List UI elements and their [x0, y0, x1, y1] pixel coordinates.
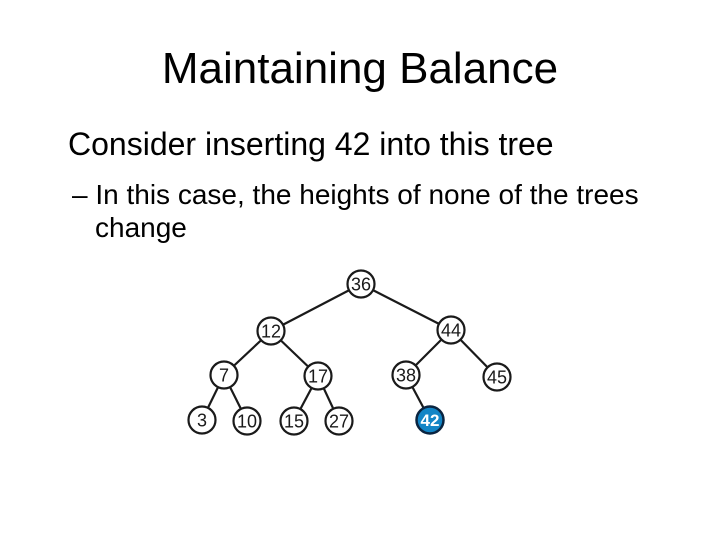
tree-node-15: 15 — [279, 406, 309, 436]
tree-node-circle — [324, 406, 354, 436]
tree-node-circle — [256, 316, 286, 346]
bullet-text: Consider inserting 42 into this tree — [68, 126, 554, 162]
tree-node-38: 38 — [391, 360, 421, 390]
tree-node-label: 17 — [308, 367, 328, 387]
tree-node-label: 45 — [487, 368, 507, 388]
tree-node-45: 45 — [482, 362, 512, 392]
tree-node-circle — [391, 360, 421, 390]
tree-node-27: 27 — [324, 406, 354, 436]
tree-node-17: 17 — [303, 361, 333, 391]
tree-node-12: 12 — [256, 316, 286, 346]
tree-node-44: 44 — [436, 315, 466, 345]
tree-node-label: 38 — [396, 366, 416, 386]
tree-node-circle — [346, 269, 376, 299]
tree-node-label: 36 — [351, 275, 371, 295]
tree-node-label: 15 — [284, 412, 304, 432]
tree-node-10: 10 — [232, 406, 262, 436]
tree-node-label: 7 — [219, 366, 229, 386]
tree-node-circle — [232, 406, 262, 436]
tree-node-circle — [303, 361, 333, 391]
tree-node-36: 36 — [346, 269, 376, 299]
tree-node-circle — [209, 360, 239, 390]
tree-node-label: 42 — [421, 411, 440, 430]
tree-node-label: 44 — [441, 321, 461, 341]
page-title: Maintaining Balance — [161, 44, 559, 93]
tree-node-42: 42 — [415, 405, 445, 435]
tree-node-7: 7 — [209, 360, 239, 390]
tree-node-label: 10 — [237, 412, 257, 432]
tree-edge-36-44 — [360, 283, 452, 331]
tree-node-circle — [279, 406, 309, 436]
tree-node-circle-highlighted — [415, 405, 445, 435]
tree-node-3: 3 — [187, 405, 217, 435]
tree-node-label: 27 — [329, 412, 349, 432]
tree-node-circle — [187, 405, 217, 435]
tree-node-circle — [482, 362, 512, 392]
tree-node-circle — [436, 315, 466, 345]
sub-bullet-text: – In this case, the heights of none of t… — [72, 179, 639, 243]
tree-node-label: 12 — [261, 322, 281, 342]
tree-edge-36-12 — [270, 283, 362, 332]
tree-node-label: 3 — [197, 411, 207, 431]
